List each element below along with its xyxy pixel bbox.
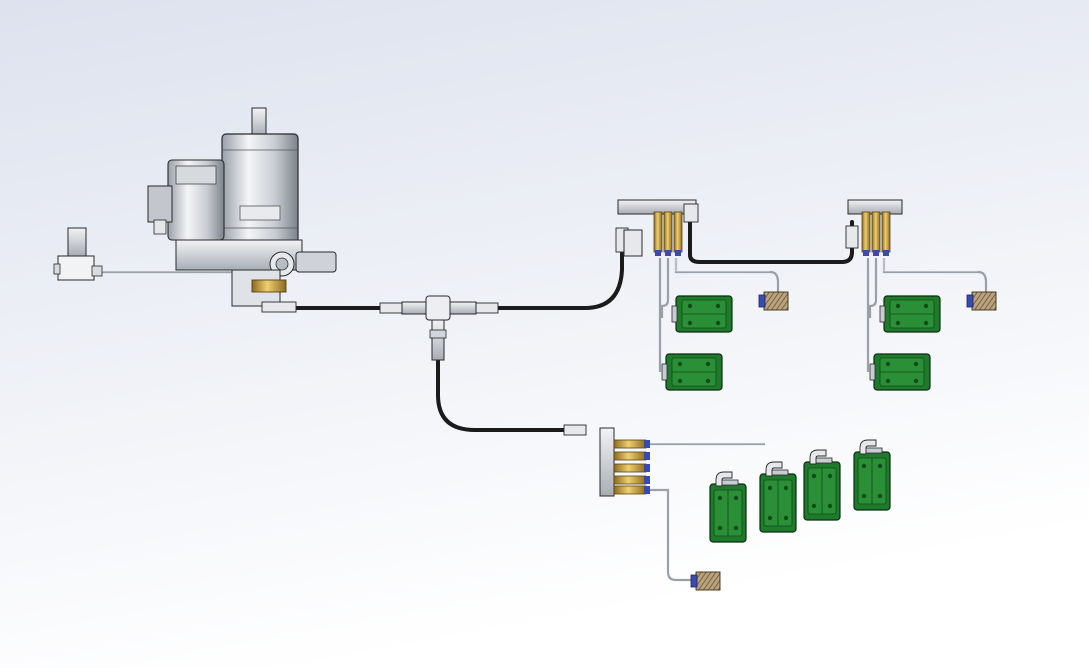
bearing-block <box>709 479 747 543</box>
bearing-block <box>759 469 797 533</box>
bearing-block <box>853 447 891 511</box>
distributor-block-3 <box>599 427 650 497</box>
distributor-block-1 <box>617 199 699 257</box>
rail-end <box>690 571 721 591</box>
rail-end <box>966 291 997 311</box>
pump-head <box>295 251 337 273</box>
motor-housing <box>221 133 299 247</box>
feed-tubes-highlight <box>95 257 978 444</box>
bearing-block <box>879 295 941 333</box>
terminal-box <box>147 185 173 223</box>
pressure-switch <box>53 227 103 281</box>
bearing-block <box>661 353 723 391</box>
tee-junction <box>401 295 477 361</box>
brass-valve <box>251 279 287 293</box>
bearing-block <box>671 295 733 333</box>
motor-pump-unit <box>147 107 337 313</box>
distributor-block-2 <box>847 199 903 256</box>
motor-shaft <box>251 107 267 137</box>
rail-end <box>758 291 789 311</box>
bearing-block <box>869 353 931 391</box>
feed-tubes <box>95 258 988 582</box>
bearing-block <box>803 457 841 521</box>
main-hose-lines <box>290 220 854 432</box>
